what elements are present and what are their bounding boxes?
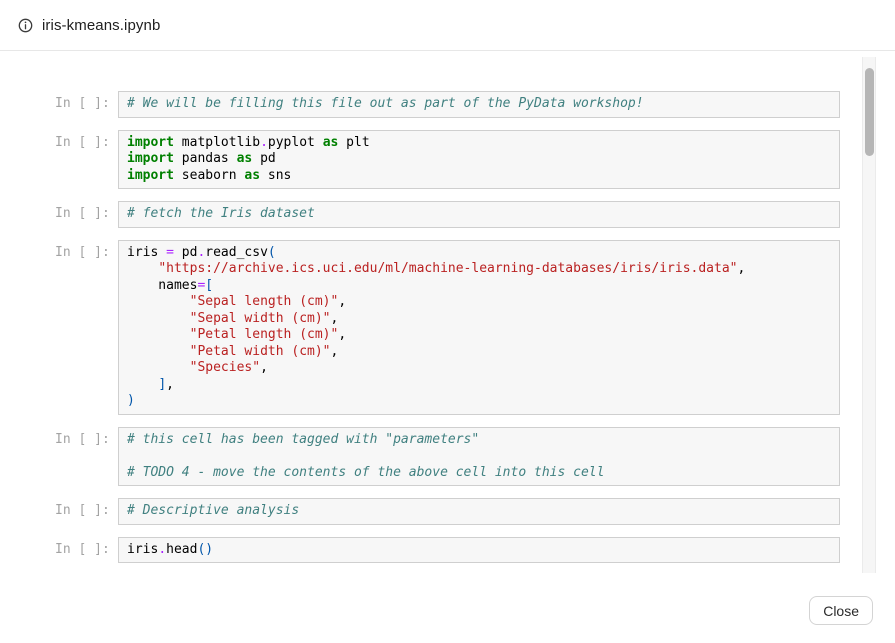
cell-prompt: In [ ]: [55,134,110,150]
cell-prompt: In [ ]: [55,503,110,518]
code-cell: # this cell has been tagged with "parame… [118,426,840,486]
info-circle-icon [18,18,33,33]
scrollbar-track[interactable] [862,57,876,573]
notebook-title: iris-kmeans.ipynb [42,16,161,34]
cells: In [ ]: # We will be filling this file ou… [0,51,895,563]
notebook-cell: In [ ]: iris = pd.read_csv( "https://arch… [55,239,840,415]
close-button[interactable]: Close [809,596,873,625]
cell-prompt: In [ ]: [55,96,110,111]
code-cell: iris = pd.read_csv( "https://archive.ics… [118,239,840,415]
notebook-cell: In [ ]: iris.head() [55,536,840,563]
notebook-viewer[interactable]: In [ ]: # We will be filling this file ou… [0,51,895,575]
code-cell: # fetch the Iris dataset [118,201,840,228]
cell-prompt: In [ ]: [55,206,110,221]
cell-prompt: In [ ]: [55,244,110,260]
notebook-cell: In [ ]: # Descriptive analysis [55,498,840,525]
notebook-cell: In [ ]: # We will be filling this file ou… [55,91,840,118]
notebook-cell: In [ ]: # this cell has been tagged with … [55,426,840,486]
code-cell: # We will be filling this file out as pa… [118,91,840,118]
notebook-cell: In [ ]: # fetch the Iris dataset [55,201,840,228]
cell-prompt: In [ ]: [55,431,110,447]
dialog-header: iris-kmeans.ipynb [0,0,895,51]
cell-prompt: In [ ]: [55,541,110,557]
code-cell: # Descriptive analysis [118,498,840,525]
code-cell: iris.head() [118,536,840,563]
scrollbar-thumb[interactable] [865,68,874,156]
